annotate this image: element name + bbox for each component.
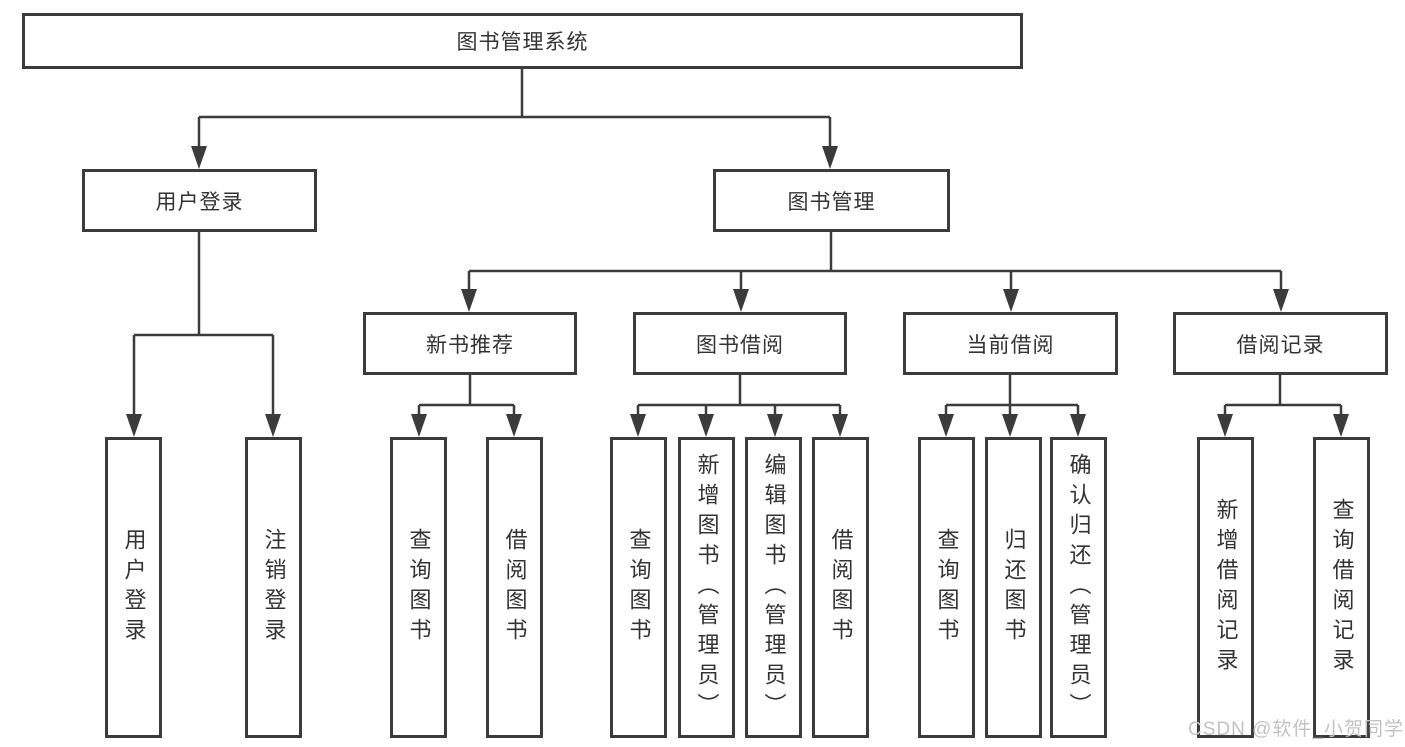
leaf-label: 查询图书 — [626, 527, 652, 648]
node-label: 图书管理系统 — [456, 31, 589, 54]
leaf-return-books: 归还图书 — [985, 437, 1042, 738]
node-current-borrow: 当前借阅 — [903, 312, 1118, 375]
leaf-label: 查询借阅记录 — [1329, 497, 1355, 678]
leaf-label: 新增借阅记录 — [1213, 497, 1239, 678]
leaf-query-books-recommend: 查询图书 — [390, 437, 447, 738]
leaf-label: 查询图书 — [934, 527, 960, 648]
leaf-label: 归还图书 — [1001, 527, 1027, 648]
node-new-book-recommend: 新书推荐 — [363, 312, 577, 375]
node-root-library-system: 图书管理系统 — [22, 13, 1023, 69]
leaf-user-login: 用户登录 — [105, 437, 162, 738]
leaf-query-books-borrow: 查询图书 — [610, 437, 667, 738]
leaf-edit-books-admin: 编辑图书（管理员） — [745, 437, 802, 738]
node-label: 新书推荐 — [426, 333, 514, 357]
node-label: 图书借阅 — [696, 333, 784, 357]
leaf-query-books-current: 查询图书 — [918, 437, 975, 738]
node-label: 当前借阅 — [966, 333, 1055, 357]
leaf-add-borrow-record: 新增借阅记录 — [1197, 437, 1254, 738]
node-label: 图书管理 — [787, 190, 876, 214]
node-borrow-records: 借阅记录 — [1173, 312, 1388, 375]
leaf-label: 新增图书（管理员） — [694, 452, 720, 723]
leaf-borrow-books: 借阅图书 — [812, 437, 869, 738]
leaf-query-borrow-record: 查询借阅记录 — [1313, 437, 1370, 738]
leaf-label: 确认归还（管理员） — [1066, 452, 1092, 723]
leaf-label: 编辑图书（管理员） — [761, 452, 787, 723]
leaf-label: 注销登录 — [261, 527, 287, 648]
leaf-add-books-admin: 新增图书（管理员） — [678, 437, 735, 738]
csdn-watermark: CSDN @软件_小贺同学 — [1188, 719, 1404, 740]
node-label: 借阅记录 — [1236, 333, 1325, 357]
node-book-borrow: 图书借阅 — [633, 312, 847, 375]
leaf-label: 用户登录 — [121, 527, 147, 648]
node-label: 用户登录 — [155, 190, 244, 214]
leaf-confirm-return-admin: 确认归还（管理员） — [1050, 437, 1107, 738]
leaf-label: 借阅图书 — [828, 527, 854, 648]
node-book-management-branch: 图书管理 — [713, 169, 950, 232]
node-user-login-branch: 用户登录 — [82, 169, 317, 232]
leaf-borrow-books-recommend: 借阅图书 — [486, 437, 543, 738]
leaf-label: 查询图书 — [406, 527, 432, 648]
leaf-logout: 注销登录 — [245, 437, 302, 738]
leaf-label: 借阅图书 — [502, 527, 528, 648]
